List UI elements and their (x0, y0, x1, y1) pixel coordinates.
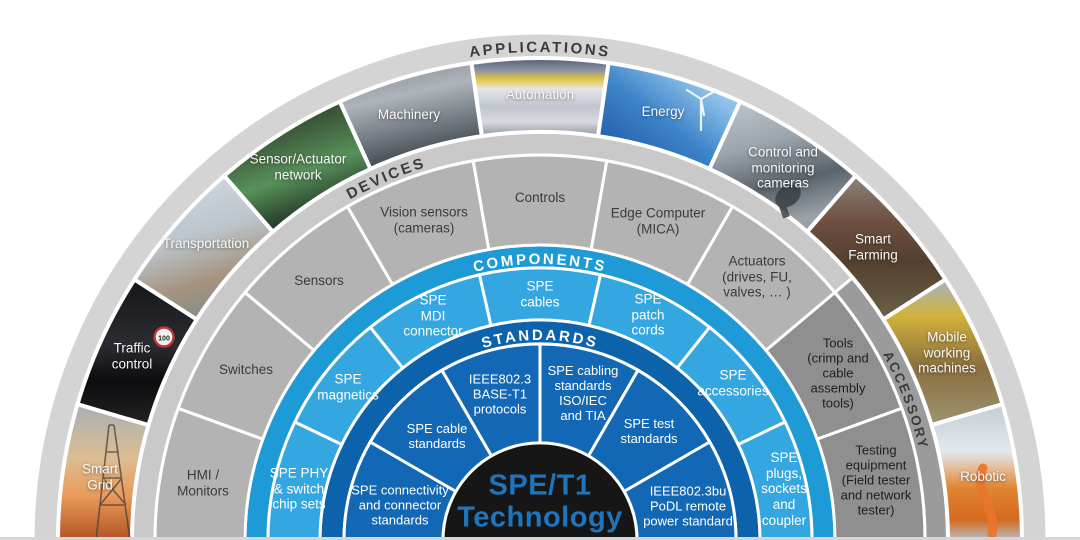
traffic-speed-sign: 100 (153, 326, 175, 348)
photo-automation (469, 55, 611, 139)
speed-sign-value: 100 (158, 336, 170, 343)
applications-band-label-text: APPLICATIONS (468, 39, 612, 61)
pylon-silhouette (95, 424, 131, 540)
center-hub (441, 441, 639, 540)
segment-spe-cables (478, 266, 602, 327)
camera-silhouette (775, 184, 801, 219)
robot-arm-silhouette (975, 463, 998, 539)
segment-controls (471, 153, 609, 251)
bottom-divider-line (0, 537, 1080, 540)
applications-band-label: APPLICATIONS (468, 39, 609, 61)
wind-turbine (685, 88, 717, 132)
